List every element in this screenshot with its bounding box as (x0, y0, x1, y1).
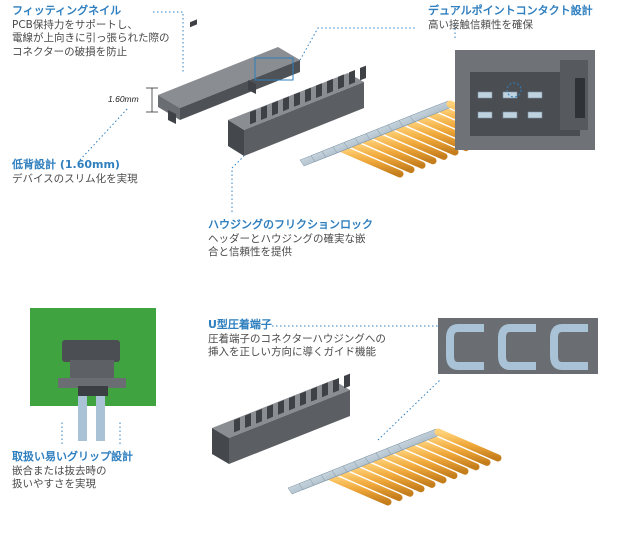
u-crimp-shape (446, 324, 484, 370)
friction-lock-callout: ハウジングのフリクションロック ヘッダーとハウジングの確実な嵌 合と信頼性を提供 (208, 218, 373, 260)
low-profile-callout: 低背設計 (1.60mm) デバイスのスリム化を実現 (12, 158, 138, 186)
housing-rib (327, 78, 333, 94)
wire (369, 131, 437, 165)
wire (358, 135, 426, 169)
housing-rib (344, 373, 350, 389)
wire (412, 437, 480, 471)
housing-rib (311, 386, 317, 402)
housing-rib (289, 395, 295, 411)
dimension-label: 1.60mm (108, 94, 139, 104)
dual-contact-desc: 高い接触信頼性を確保 (428, 18, 533, 31)
u-crimp-zoom (438, 318, 598, 374)
housing-bottom (212, 380, 350, 464)
wire (390, 446, 458, 480)
fitting-nail-desc-2: 電線が上向きに引っ張られた際の (12, 32, 170, 45)
wire (401, 441, 469, 475)
wire (380, 126, 448, 160)
wire (357, 459, 425, 493)
fitting-nail-desc-3: コネクターの破損を防止 (12, 46, 128, 59)
u-crimp-shape (550, 324, 588, 370)
fitting-nail-desc-1: PCB保持力をサポートし、 (12, 18, 138, 31)
friction-lock-desc-2: 合と信頼性を提供 (208, 246, 292, 259)
housing-rib (294, 92, 300, 107)
housing-rib (333, 378, 339, 393)
housing-rib (272, 100, 278, 116)
wire (379, 450, 447, 484)
dual-contact-title: デュアルポイントコンタクト設計 (428, 4, 593, 17)
housing-rib (283, 96, 289, 112)
u-crimp-shape (498, 324, 536, 370)
header-connector (158, 19, 300, 124)
housing-rib (338, 74, 344, 90)
housing-rib (349, 70, 355, 85)
wires-bottom (287, 428, 502, 506)
dual-contact-callout: デュアルポイントコンタクト設計 高い接触信頼性を確保 (428, 4, 593, 32)
u-crimp-desc-1: 圧着端子のコネクターハウジングへの (208, 332, 386, 345)
grip-desc-2: 扱いやすさを実現 (12, 478, 96, 491)
low-profile-title: 低背設計 (1.60mm) (12, 158, 120, 171)
housing-rib (234, 417, 240, 433)
housing-rib (261, 105, 267, 120)
wire (368, 454, 436, 488)
housing-bottom-ribs (234, 373, 350, 433)
low-profile-desc: デバイスのスリム化を実現 (12, 172, 138, 185)
wire (324, 472, 392, 506)
housing-rib (278, 400, 284, 415)
wire (335, 468, 403, 502)
fitting-nail-callout: フィッティングネイル PCB保持力をサポートし、 電線が上向きに引っ張られた際の… (12, 4, 170, 60)
leader-lines (61, 11, 456, 444)
wire (391, 122, 459, 156)
housing-rib (305, 87, 311, 103)
grip-callout: 取扱い易いグリップ設計 嵌合または抜去時の 扱いやすさを実現 (12, 450, 133, 492)
housing-top-ribs (250, 65, 366, 125)
grip-pcb-view (30, 308, 156, 441)
friction-lock-desc-1: ヘッダーとハウジングの確実な嵌 (208, 232, 366, 245)
wire (423, 432, 491, 466)
housing-rib (316, 83, 322, 98)
wire (347, 140, 415, 174)
housing-rib (322, 382, 328, 398)
wire (434, 428, 502, 462)
dimension-marker (146, 87, 158, 113)
wire (346, 463, 414, 497)
housing-rib (300, 391, 306, 406)
housing-rib (250, 109, 256, 125)
u-crimp-desc-2: 挿入を正しい方向に導くガイド機能 (208, 346, 376, 359)
housing-rib (267, 404, 273, 420)
housing-rib (245, 413, 251, 428)
grip-title: 取扱い易いグリップ設計 (12, 450, 133, 463)
u-crimp-callout: U型圧着端子 圧着端子のコネクターハウジングへの 挿入を正しい方向に導くガイド機… (208, 318, 386, 360)
u-crimp-title: U型圧着端子 (208, 318, 272, 331)
housing-rib (360, 65, 366, 81)
grip-desc-1: 嵌合または抜去時の (12, 464, 107, 477)
friction-lock-title: ハウジングのフリクションロック (208, 218, 373, 231)
dual-contact-zoom (455, 50, 595, 150)
housing-rib (256, 408, 262, 424)
wire (336, 144, 404, 178)
fitting-nail-title: フィッティングネイル (12, 4, 122, 17)
